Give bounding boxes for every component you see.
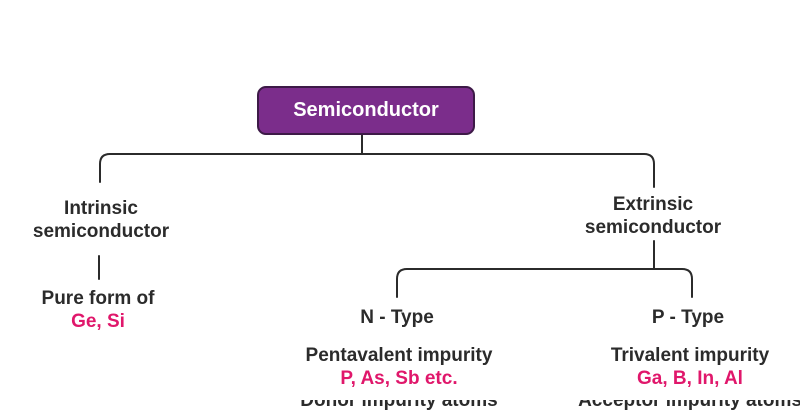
intrinsic-desc-line1: Pure form of: [41, 288, 155, 309]
intrinsic-label-line1: Intrinsic: [64, 198, 138, 219]
n-type-label: N - Type: [360, 307, 434, 328]
n-type-impurity: Pentavalent impurity: [305, 345, 493, 366]
intrinsic-description: Pure form of Ge, Si: [42, 287, 155, 333]
extrinsic-node: Extrinsic semiconductor: [585, 193, 721, 239]
p-type-elements: Ga, B, In, Al: [637, 368, 743, 389]
extrinsic-label-line1: Extrinsic: [612, 194, 694, 215]
extrinsic-label-line2: semiconductor: [584, 217, 722, 238]
n-type-elements: P, As, Sb etc.: [340, 368, 458, 389]
semiconductor-root-node: Semiconductor: [257, 86, 475, 135]
n-type-node: N - Type: [360, 306, 434, 329]
clipped-bottom-row: Donor impurity atoms Acceptor impurity a…: [0, 400, 800, 413]
intrinsic-elements: Ge, Si: [71, 311, 125, 332]
p-type-description: Trivalent impurity Ga, B, In, Al: [611, 344, 769, 390]
intrinsic-label-line2: semiconductor: [32, 221, 170, 242]
root-branch-line: [99, 153, 655, 188]
extrinsic-branch-line: [396, 268, 693, 298]
p-type-impurity: Trivalent impurity: [610, 345, 770, 366]
n-type-description: Pentavalent impurity P, As, Sb etc.: [306, 344, 493, 390]
intrinsic-node: Intrinsic semiconductor: [33, 197, 169, 243]
root-label: Semiconductor: [293, 99, 439, 121]
p-type-label: P - Type: [651, 307, 725, 328]
p-type-partial-line: Acceptor impurity atoms: [578, 400, 800, 411]
p-type-node: P - Type: [652, 306, 724, 329]
n-type-partial-line: Donor impurity atoms: [300, 400, 498, 411]
